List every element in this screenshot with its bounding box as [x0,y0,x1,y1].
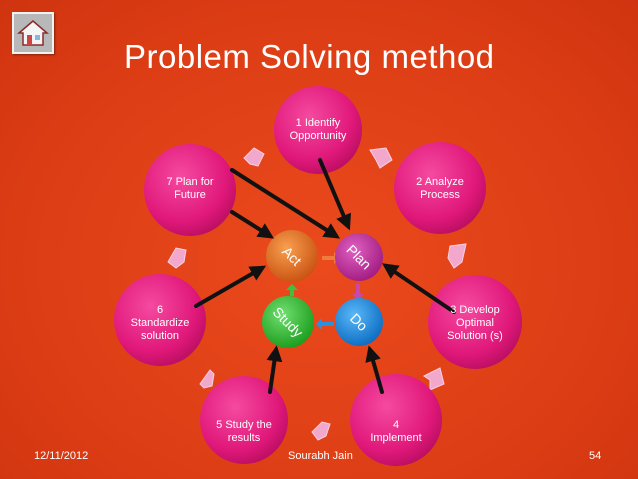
node-2-line-1: 2 Analyze [416,176,464,188]
arrow-node2-to-plan [382,263,456,314]
pdsa-cycle: Plan Do Study Act [262,230,383,348]
outer-nodes [114,86,522,466]
chevron-4-5 [311,421,331,441]
node-4-circle [350,374,442,466]
arrow-node7-to-plan [230,168,341,239]
node-2-circle [394,142,486,234]
node-6-line-2: Standardize [130,317,190,329]
arrow-node7-to-act [230,210,275,239]
arrow-plan-to-do [352,284,364,300]
arrow-node1-to-plan [318,158,351,231]
node-5-circle [200,376,288,464]
mapping-arrows [194,158,456,394]
node-4-line-1: 4 [392,419,400,431]
node-2-label: 2 Analyze Process [380,176,500,202]
footer-page-number: 54 [589,450,602,462]
node-2-line-2: Process [420,189,460,201]
node-1-line-1: 1 Identify [295,117,341,129]
node-1-label: 1 Identify Opportunity [258,117,378,143]
node-4-line-2: Implement [370,432,422,444]
node-3-line-1: 3 Develop [450,304,500,316]
act-circle [266,230,318,282]
study-circle [262,296,314,348]
node-6-circle [114,274,206,366]
node-5-line-1: 5 Study the [216,419,272,431]
node-3-line-3: Solution (s) [447,330,503,342]
node-3-label: 3 Develop Optimal Solution (s) [415,304,535,343]
node-1-line-2: Opportunity [289,130,347,142]
plan-circle [335,233,383,281]
chevron-1-2 [369,147,393,169]
home-button[interactable] [12,12,54,54]
do-circle [335,298,383,346]
slide-title: Problem Solving method [124,38,495,75]
footer-author: Sourabh Jain [288,450,353,462]
node-5-line-2: results [227,432,261,444]
node-5-label: 5 Study the results [184,419,304,445]
chevron-5-6 [199,369,215,389]
arrow-node4-to-do [365,345,384,394]
node-6-label: 6 Standardize solution [100,304,220,343]
node-7-line-1: 7 Plan for [166,176,214,188]
node-7-line-2: Future [174,189,206,201]
node-4-label: 4 Implement [336,419,456,445]
chevron-7-1 [243,147,265,167]
footer-date: 12/11/2012 [34,450,89,462]
node-6-line-3: solution [141,330,179,342]
arrow-node6-to-act [194,265,267,308]
arrow-node5-to-study [266,345,283,394]
node-7-label: 7 Plan for Future [130,176,250,202]
node-3-line-2: Optimal [456,317,494,329]
node-1-circle [274,86,362,174]
home-icon [16,20,50,46]
node-7-circle [144,144,236,236]
node-6-line-1: 6 [156,304,164,316]
node-3-circle [428,275,522,369]
chevron-3-4 [423,367,445,391]
chevron-6-7 [167,247,187,269]
chevron-2-3 [447,243,467,269]
arrow-do-to-study [316,318,334,330]
arrow-study-to-act [286,284,298,296]
cycle-chevrons [167,147,467,441]
